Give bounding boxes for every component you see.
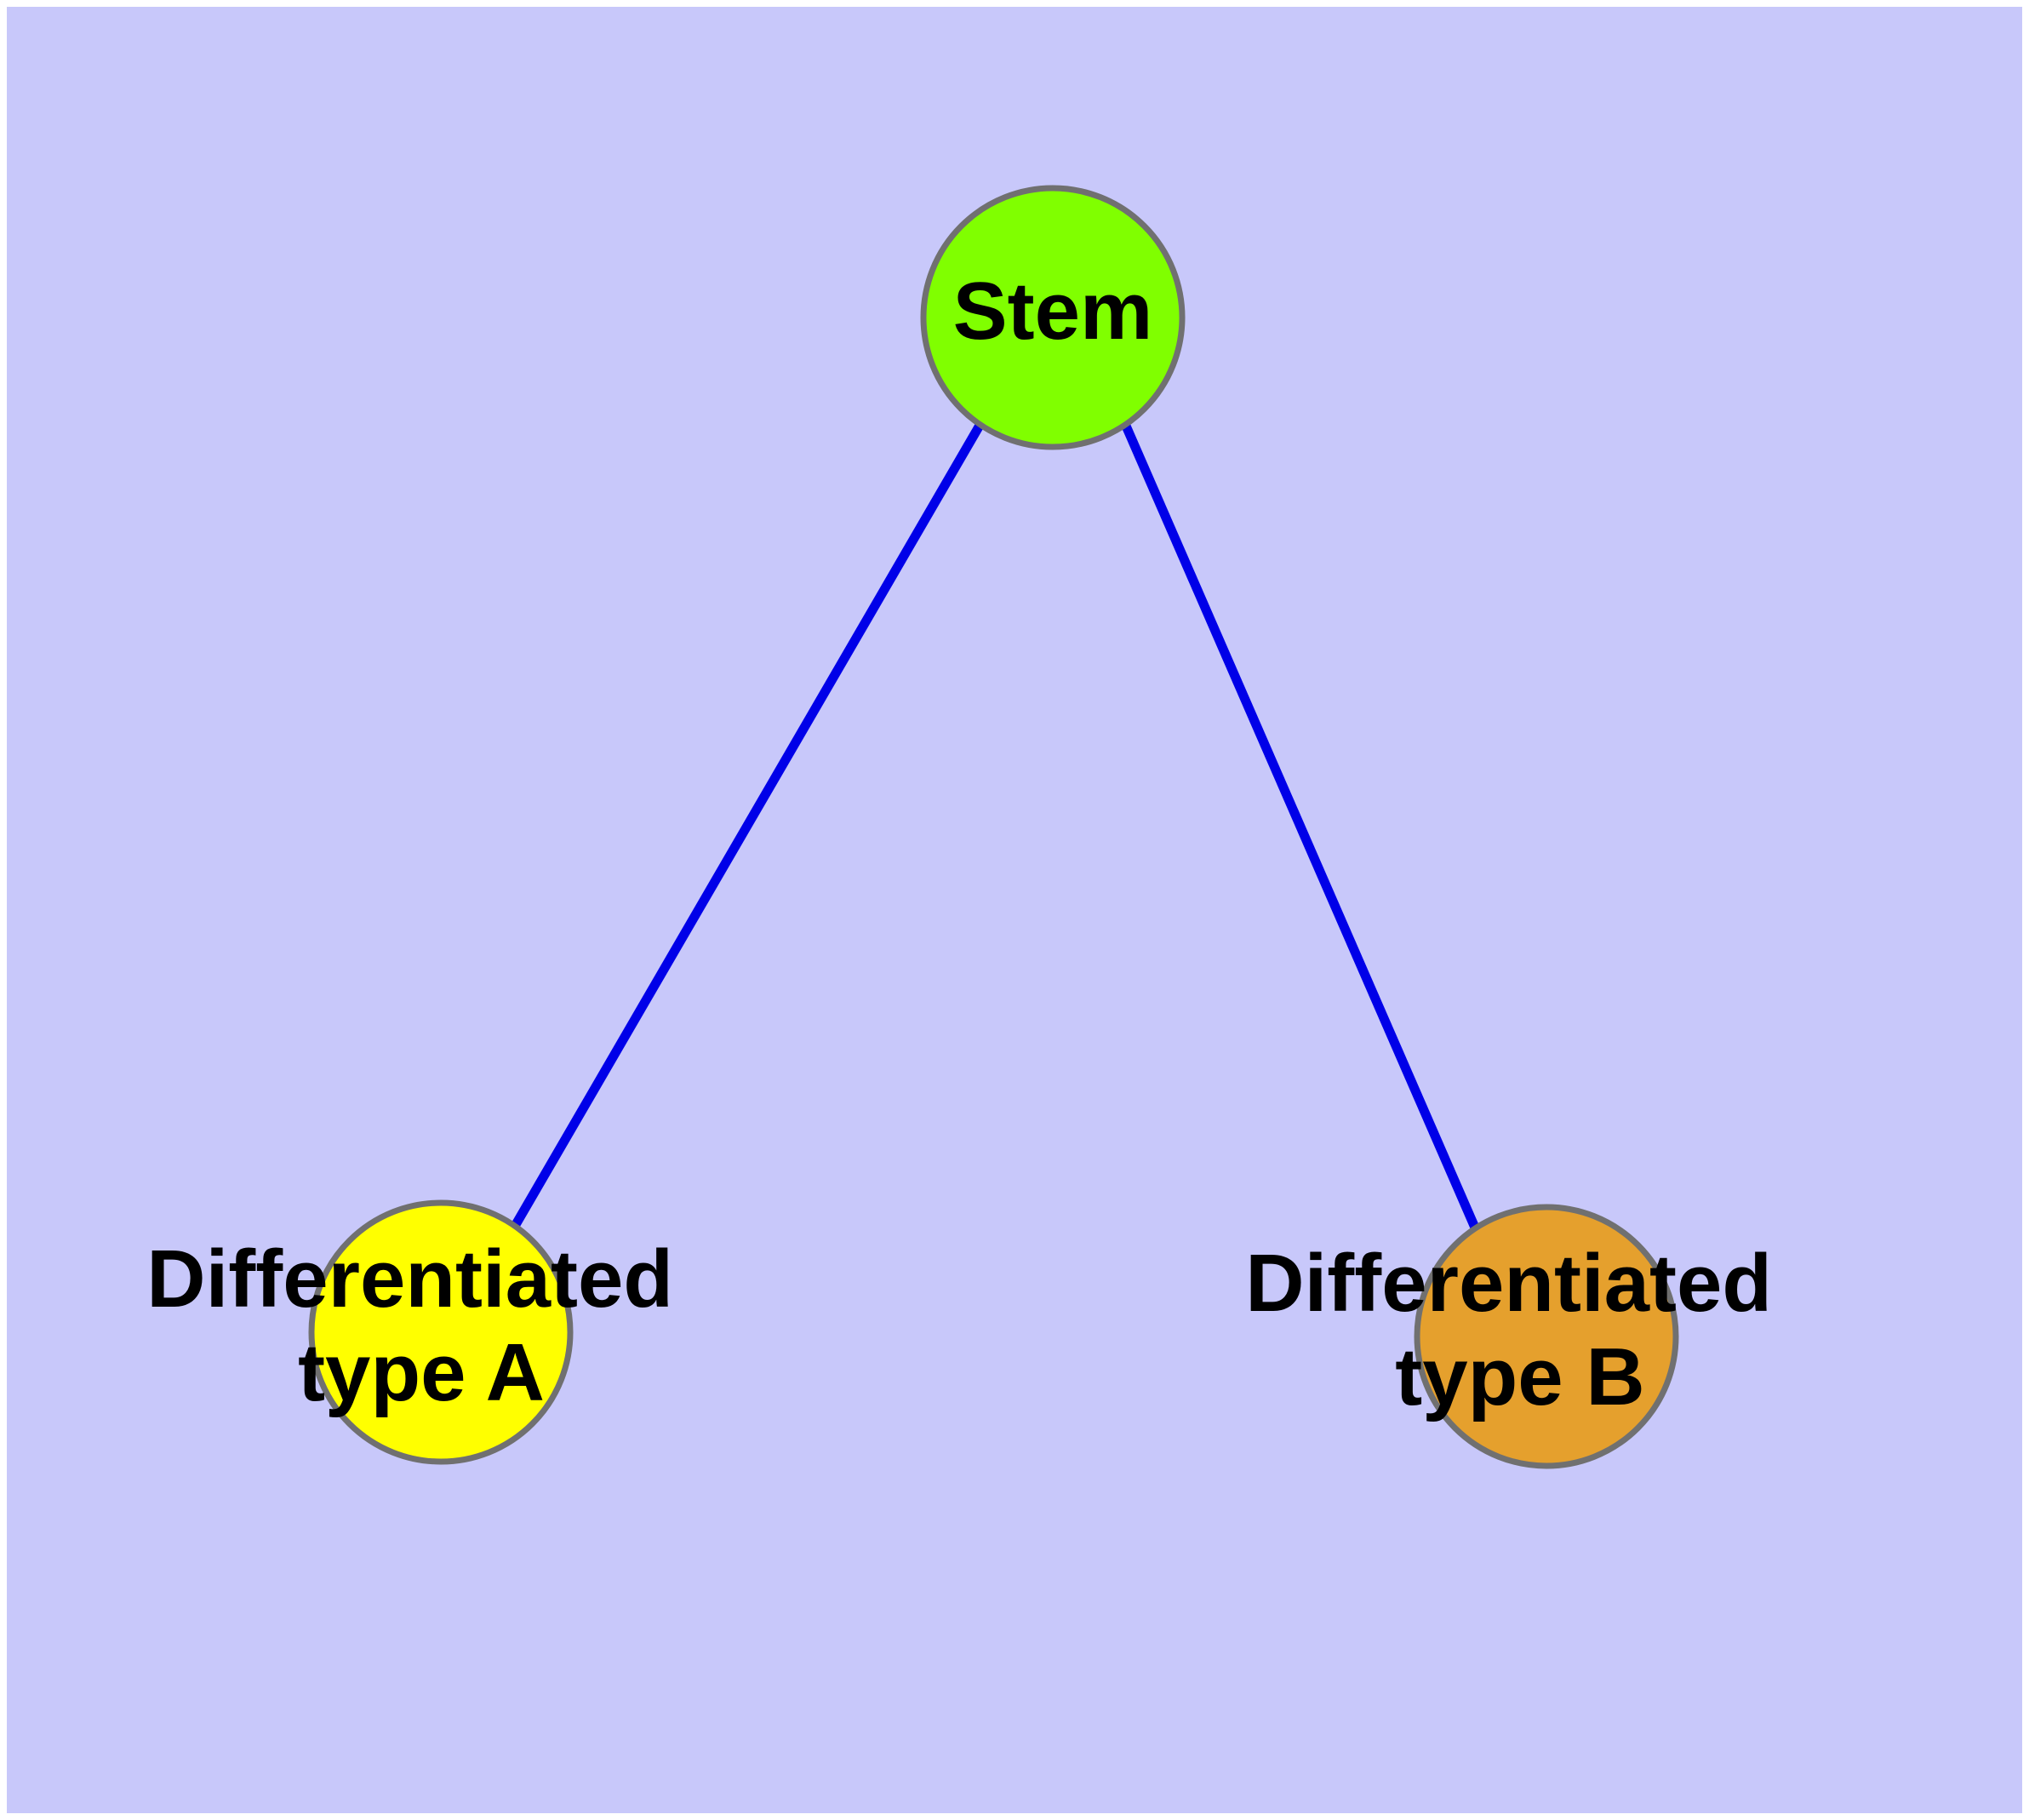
node-differentiated-type-b-circle[interactable] bbox=[1414, 1204, 1679, 1469]
node-differentiated-type-a-label-line-1: Differentiated bbox=[146, 1233, 673, 1325]
nodes-layer bbox=[308, 185, 1679, 1469]
edges-layer bbox=[510, 421, 1480, 1230]
edge-stem-to-differentiated-type-a[interactable] bbox=[510, 421, 985, 1230]
node-differentiated-type-a[interactable] bbox=[308, 1199, 574, 1465]
edge-stem-to-differentiated-type-b[interactable] bbox=[1120, 421, 1480, 1230]
node-labels-layer: Stem Differentiated type A Differentiate… bbox=[146, 266, 1794, 1422]
node-stem-label-line-1: Stem bbox=[953, 266, 1153, 357]
node-differentiated-type-a-label: Differentiated type A bbox=[146, 1233, 695, 1418]
node-differentiated-type-b-label-line-2: type B bbox=[1395, 1331, 1644, 1422]
node-differentiated-type-b[interactable] bbox=[1414, 1204, 1679, 1469]
node-differentiated-type-b-label: Differentiated type B bbox=[1245, 1238, 1794, 1422]
node-differentiated-type-a-label-line-2: type A bbox=[298, 1327, 545, 1418]
node-stem-label: Stem bbox=[953, 266, 1153, 357]
node-stem-circle[interactable] bbox=[920, 185, 1186, 450]
node-differentiated-type-b-label-line-1: Differentiated bbox=[1245, 1238, 1772, 1329]
node-differentiated-type-a-circle[interactable] bbox=[308, 1199, 574, 1465]
node-stem[interactable] bbox=[920, 185, 1186, 450]
